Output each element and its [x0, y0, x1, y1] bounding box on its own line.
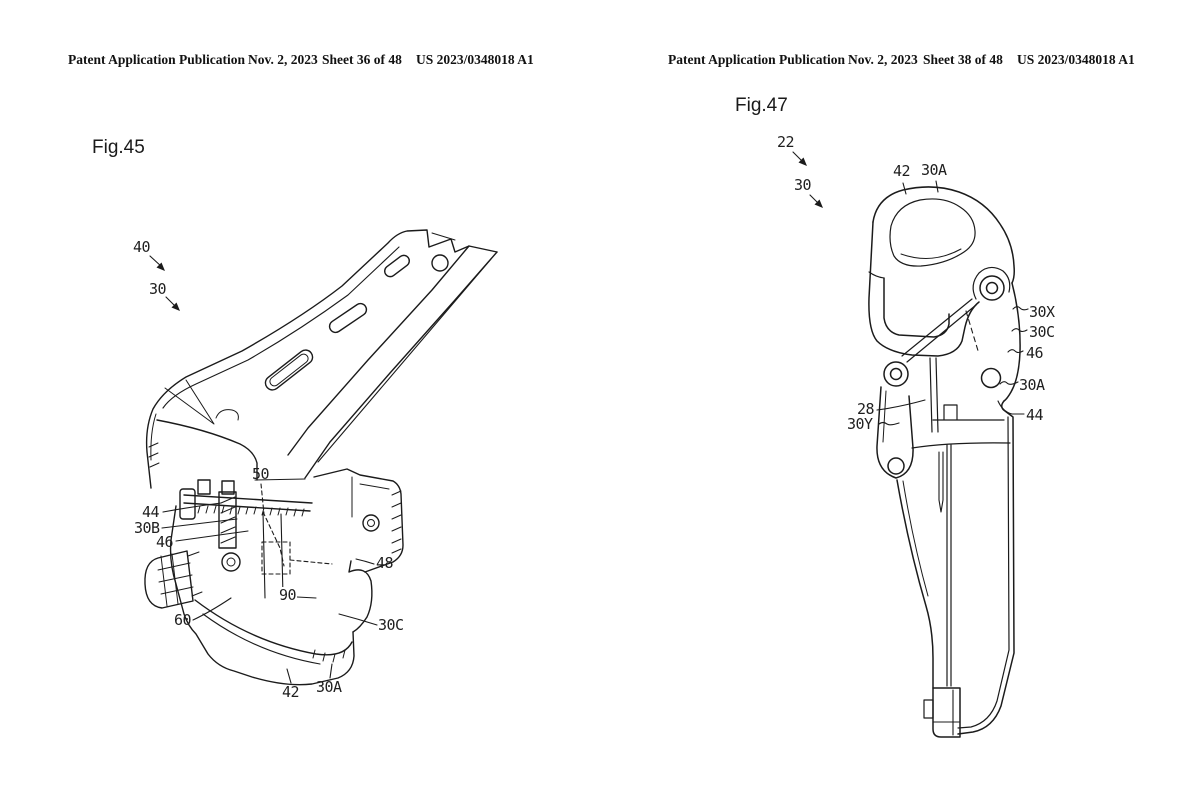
fig45-ref-48: 48	[376, 554, 394, 572]
right-header-date: Nov. 2, 2023	[848, 52, 918, 67]
left-header-sheet: Sheet 36 of 48	[322, 52, 402, 67]
fig47-ref-30A-side: 30A	[1019, 376, 1045, 394]
left-header-docnum: US 2023/0348018 A1	[416, 52, 534, 67]
fig47-arrowheads	[798, 157, 823, 208]
fig45-ref-40: 40	[133, 238, 151, 256]
fig45-ref-60: 60	[174, 611, 192, 629]
fig47-ref-46: 46	[1026, 344, 1044, 362]
fig45-ref-42: 42	[282, 683, 300, 701]
fig45-title: Fig.45	[92, 137, 145, 158]
fig45-ref-30B: 30B	[134, 519, 160, 537]
right-header-sheet: Sheet 38 of 48	[923, 52, 1003, 67]
fig47-leaders	[792, 151, 1029, 426]
fig47-ref-30C: 30C	[1029, 323, 1055, 341]
fig45-arrowheads	[156, 262, 180, 311]
left-header-date: Nov. 2, 2023	[248, 52, 318, 67]
right-header-publication: Patent Application Publication	[668, 52, 846, 67]
fig45-ref-30: 30	[149, 280, 167, 298]
fig47-drawing	[792, 151, 1029, 738]
fig45-ref-44: 44	[142, 503, 160, 521]
fig45-leaders	[149, 255, 378, 684]
fig45-ref-90: 90	[278, 586, 298, 604]
fig47-ref-22: 22	[777, 133, 795, 151]
fig45-ref-50: 50	[252, 465, 270, 483]
fig47-ref-44: 44	[1026, 406, 1044, 424]
left-header-publication: Patent Application Publication	[68, 52, 246, 67]
fig47-ref-30: 30	[794, 176, 812, 194]
fig47-title: Fig.47	[735, 95, 788, 116]
fig47-ref-28: 28	[857, 400, 875, 418]
right-header-docnum: US 2023/0348018 A1	[1017, 52, 1135, 67]
fig47-ref-30X: 30X	[1029, 303, 1055, 321]
fig47-ref-30Y: 30Y	[847, 415, 873, 433]
fig47-ref-42: 42	[893, 162, 911, 180]
fig45-ref-30A: 30A	[316, 678, 342, 696]
fig45-ref-46: 46	[156, 533, 174, 551]
fig45-drawing	[144, 229, 498, 686]
fig45-ref-30C: 30C	[378, 616, 404, 634]
fig47-ref-30A-top: 30A	[921, 161, 947, 179]
